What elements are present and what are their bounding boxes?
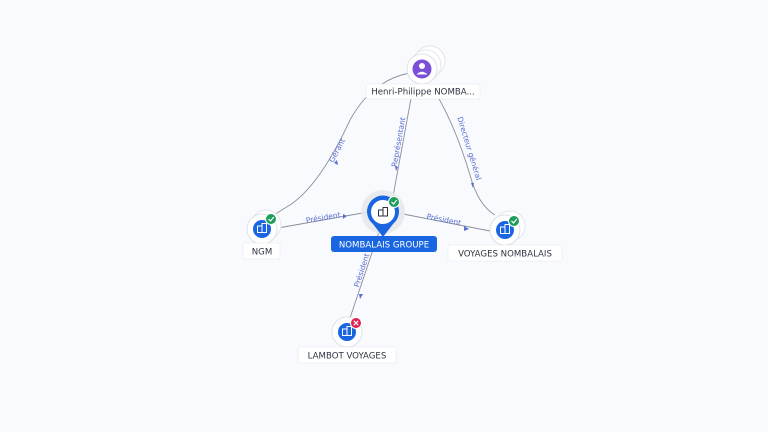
node-label-person: Henri-Philippe NOMBA... bbox=[371, 88, 474, 98]
node-label-bg bbox=[297, 346, 397, 364]
edge-person-center[interactable] bbox=[391, 92, 413, 203]
arrow-gerant bbox=[334, 160, 338, 165]
arrow-representant bbox=[395, 166, 398, 171]
node-label-bg bbox=[447, 244, 563, 262]
node-label-bg bbox=[242, 242, 281, 260]
node-label-bg bbox=[365, 83, 481, 100]
arrow-directeur bbox=[471, 183, 474, 188]
node-center[interactable]: NOMBALAIS GROUPE bbox=[331, 190, 437, 252]
edge-ngm-center[interactable] bbox=[277, 211, 369, 229]
edge-person-voyages[interactable] bbox=[434, 91, 496, 216]
arrow-president-lambot bbox=[359, 294, 363, 299]
edge-label-president-voyages: Président bbox=[426, 212, 462, 228]
node-ngm[interactable]: NGM bbox=[242, 209, 282, 260]
arrow-president-ngm bbox=[343, 214, 347, 219]
node-label-voyages: VOYAGES NOMBALAIS bbox=[458, 250, 552, 260]
building-icon bbox=[378, 207, 388, 217]
building-icon bbox=[338, 323, 356, 341]
closed-badge-icon bbox=[350, 317, 362, 329]
check-badge-icon bbox=[508, 215, 520, 227]
node-lambot[interactable]: LAMBOT VOYAGES bbox=[297, 316, 397, 364]
edge-label-president-ngm: Président bbox=[305, 210, 341, 225]
node-voyages[interactable]: VOYAGES NOMBALAIS bbox=[447, 210, 563, 262]
check-badge-icon bbox=[265, 213, 277, 225]
edge-label-gerant: Gérant bbox=[327, 137, 347, 164]
building-icon bbox=[496, 221, 514, 239]
edge-center-voyages[interactable] bbox=[397, 212, 491, 232]
node-person[interactable]: Henri-Philippe NOMBA... bbox=[365, 45, 481, 100]
arrow-president-voyages bbox=[464, 226, 469, 231]
node-label-bg-selected bbox=[331, 236, 437, 252]
person-icon bbox=[412, 59, 432, 79]
check-badge-icon bbox=[388, 196, 400, 208]
edge-label-president-lambot: Président bbox=[352, 252, 371, 288]
node-label-ngm: NGM bbox=[252, 248, 273, 258]
node-label-lambot: LAMBOT VOYAGES bbox=[308, 352, 387, 362]
building-icon bbox=[253, 220, 271, 238]
node-label-center: NOMBALAIS GROUPE bbox=[339, 241, 429, 251]
edge-label-representant: Représentant bbox=[390, 116, 408, 167]
